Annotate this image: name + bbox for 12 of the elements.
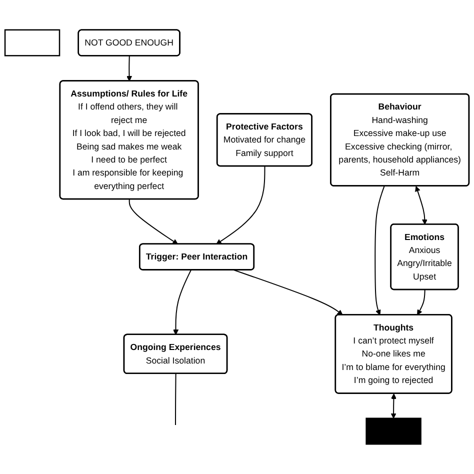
arrow (173, 270, 192, 335)
arrow (234, 270, 343, 316)
node-box (366, 418, 422, 445)
arrow (415, 186, 428, 225)
arrow (390, 394, 396, 419)
arrow (417, 290, 426, 316)
node-box (4, 29, 60, 56)
connector (175, 374, 176, 425)
arrow (128, 199, 178, 244)
arrow (216, 166, 266, 244)
arrow (126, 56, 132, 82)
arrow (374, 186, 385, 316)
